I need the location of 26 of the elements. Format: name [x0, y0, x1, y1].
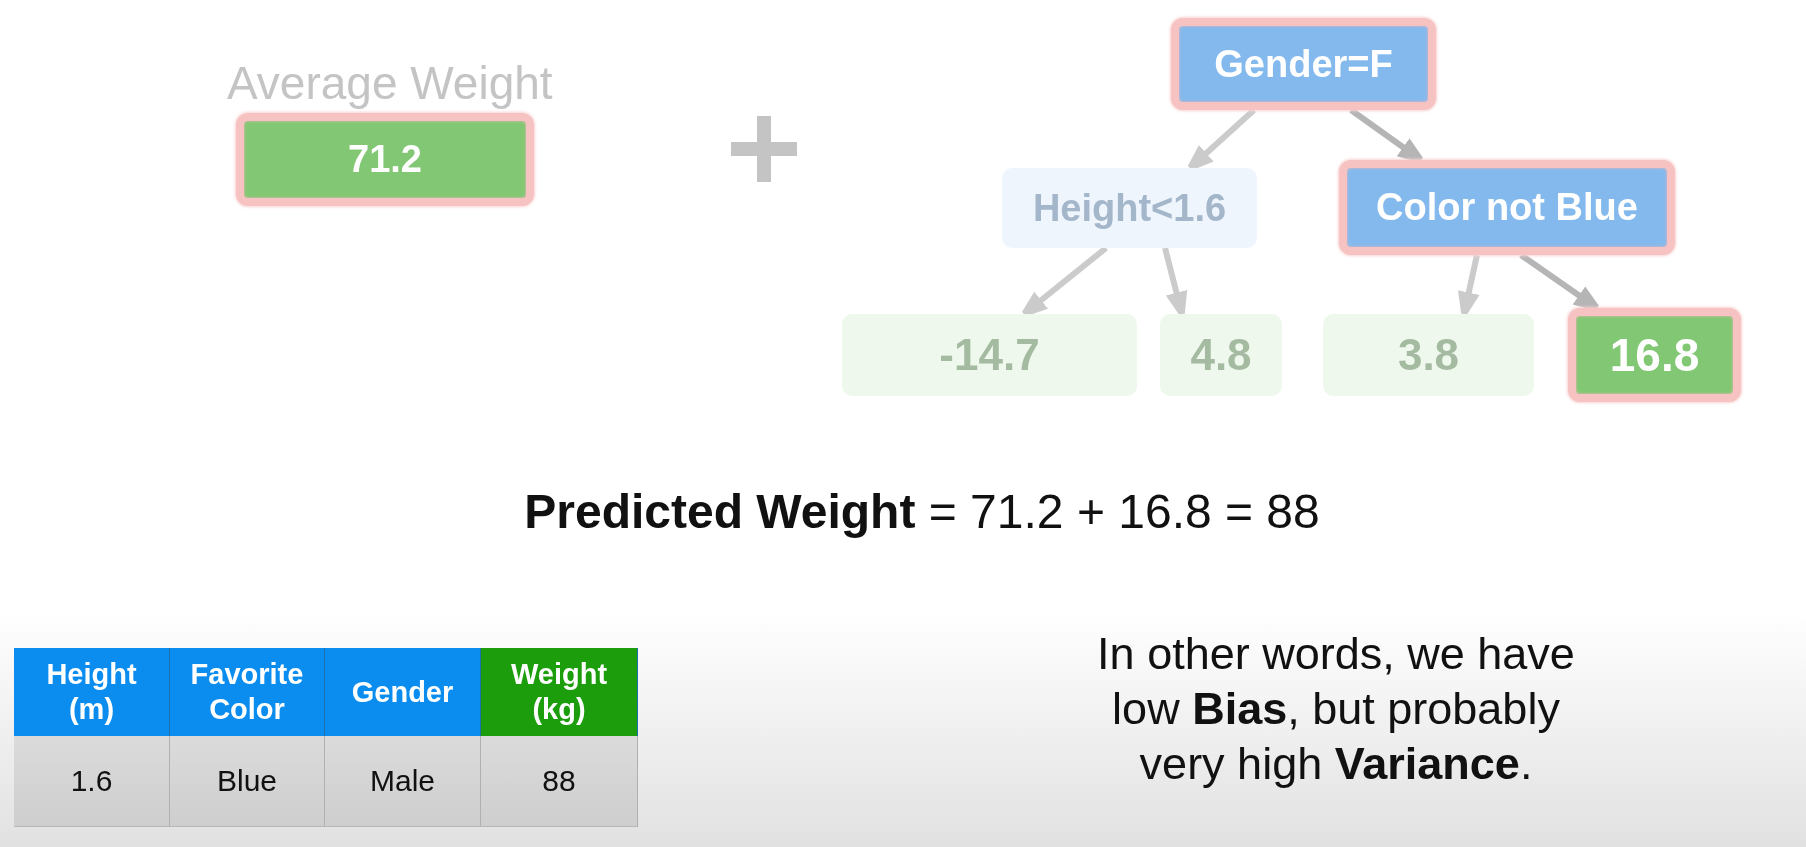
- node-heading: Average Weight: [227, 58, 553, 108]
- table-header-cell: Weight (kg): [481, 648, 638, 736]
- table-header-cell: Gender: [325, 648, 481, 736]
- table-cell: Blue: [170, 736, 325, 827]
- decision-node: [1339, 160, 1675, 255]
- leaf-node: [1323, 314, 1534, 396]
- leaf-node: [1160, 314, 1282, 396]
- leaf-node: [1568, 308, 1741, 402]
- leaf-value: -14.7: [939, 330, 1040, 380]
- decision-node: [1171, 18, 1436, 110]
- value-label: 71.2: [348, 138, 422, 181]
- leaf-node: [842, 314, 1137, 396]
- node-label: Height<1.6: [1032, 186, 1227, 230]
- leaf-value: 3.8: [1397, 330, 1460, 380]
- node-label: Gender=F: [1214, 42, 1393, 86]
- formula-text: Predicted Weight = 71.2 + 16.8 = 88: [524, 484, 1320, 540]
- table-cell: Male: [325, 736, 481, 827]
- summary-text: In other words, we have low Bias, but probably very high Variance.: [1096, 627, 1576, 791]
- table-cell: 88: [481, 736, 638, 827]
- table-header-cell: Height (m): [14, 648, 170, 736]
- decision-node: [1002, 168, 1257, 248]
- table-header-cell: Favorite Color: [170, 648, 325, 736]
- leaf-value: 16.8: [1609, 328, 1700, 382]
- node-label: Color not Blue: [1376, 186, 1638, 229]
- leaf-value: 4.8: [1190, 330, 1252, 380]
- table-cell: 1.6: [14, 736, 170, 827]
